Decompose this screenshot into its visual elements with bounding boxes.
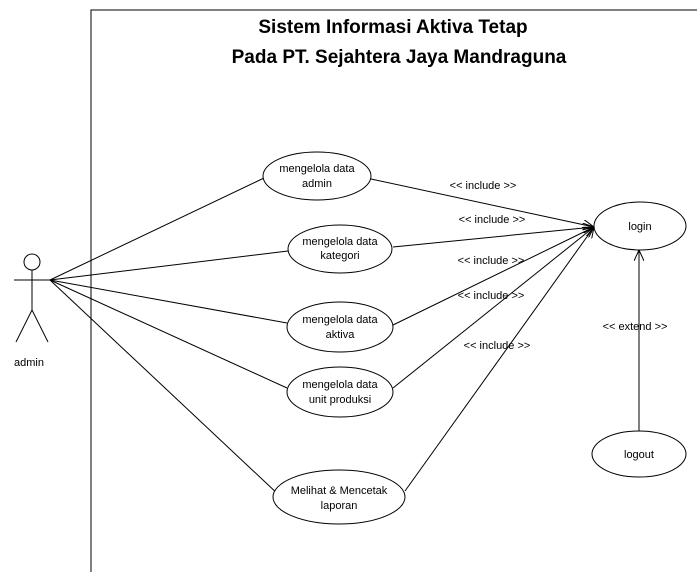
use-case-ellipse [262, 151, 372, 201]
association-aktiva-data [49, 279, 288, 324]
use-case-label-line-2: kategori [320, 250, 359, 262]
include-laporan-login [404, 227, 594, 492]
system-title-line-2: Pada PT. Sejahtera Jaya Mandraguna [232, 47, 567, 68]
use-case-ellipse [593, 201, 687, 251]
include-admin-login [370, 178, 594, 227]
use-case-label-line-2: admin [302, 178, 332, 190]
use-case-ellipse [287, 224, 393, 274]
use-case-label-line-1: mengelola data [279, 163, 355, 175]
use-case-label-line-2: laporan [321, 500, 358, 512]
include-unit-produksi-login [392, 227, 594, 389]
use-case-logout: logout [591, 430, 687, 478]
use-case-ellipse [286, 301, 394, 353]
use-case-aktiva-data: mengelola data aktiva [286, 301, 394, 353]
actor-right-leg [31, 309, 49, 343]
actor-admin: admin [14, 253, 50, 369]
include-label-aktiva: << include >> [458, 255, 525, 267]
use-case-unit-produksi-data: mengelola data unit produksi [286, 366, 394, 418]
system-boundary [90, 9, 697, 572]
use-case-label-line-2: aktiva [326, 329, 356, 341]
association-unit-produksi-data [49, 279, 288, 389]
use-case-laporan: Melihat & Mencetak laporan [272, 469, 406, 525]
actor-left-leg [15, 309, 33, 343]
association-laporan [49, 279, 281, 497]
use-case-label: logout [624, 449, 654, 461]
use-case-ellipse [286, 366, 394, 418]
actor-label: admin [14, 357, 44, 369]
extend-label: << extend >> [603, 321, 668, 333]
use-case-ellipse [272, 469, 406, 525]
use-case-label-line-1: Melihat & Mencetak [291, 485, 388, 497]
association-kategori-data [49, 250, 289, 281]
use-case-admin-data: mengelola data admin [262, 151, 372, 201]
include-kategori-login [392, 227, 594, 248]
use-case-label-line-2: unit produksi [309, 394, 371, 406]
use-case-label: login [628, 221, 651, 233]
use-case-label-line-1: mengelola data [302, 314, 378, 326]
include-label-kategori: << include >> [459, 214, 526, 226]
include-label-unit-produksi: << include >> [458, 290, 525, 302]
actor-head [23, 253, 41, 271]
use-case-login: login [593, 201, 687, 251]
use-case-label-line-1: mengelola data [302, 379, 378, 391]
use-case-ellipse [591, 430, 687, 478]
system-title-line-1: Sistem Informasi Aktiva Tetap [258, 17, 527, 38]
use-case-label-line-1: mengelola data [302, 236, 378, 248]
include-aktiva-login [392, 227, 594, 326]
include-label-admin: << include >> [450, 180, 517, 192]
use-case-kategori-data: mengelola data kategori [287, 224, 393, 274]
association-admin-data [49, 177, 265, 281]
include-label-laporan: << include >> [464, 340, 531, 352]
